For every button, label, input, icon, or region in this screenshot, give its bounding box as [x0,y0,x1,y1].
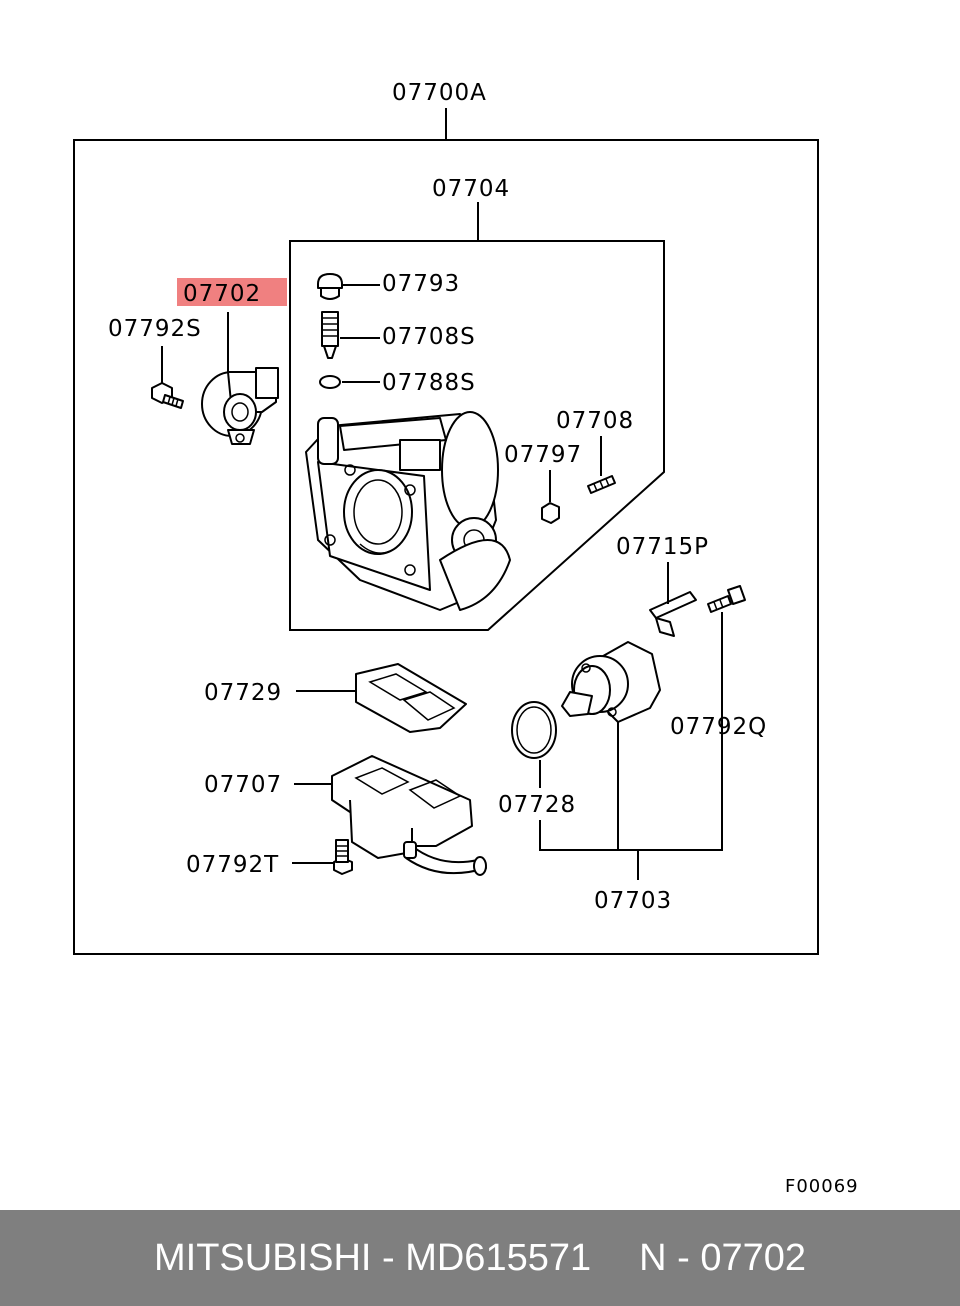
diagram-code: F00069 [785,1176,859,1197]
label-body[interactable]: 07704 [432,176,510,202]
body-subframe [289,240,665,631]
bracket-part [649,591,697,637]
label-highlighted[interactable]: 07702 [183,281,261,307]
parts-diagram: 07700A 07704 07702 07792S 07793 07708S [73,80,859,1197]
housing-part [331,755,487,876]
stud-part [587,475,616,494]
label-bolt-q[interactable]: 07792Q [670,714,767,740]
label-housing[interactable]: 07707 [204,772,282,798]
highlight-box [177,278,287,306]
label-bolt-s[interactable]: 07792S [108,316,202,342]
footer-bar: MITSUBISHI - MD615571 N - 07702 [0,1210,960,1306]
iac-valve-part [561,641,661,723]
nut-part [541,502,560,524]
bolt-q-part [707,585,746,613]
label-gasket[interactable]: 07729 [204,680,282,706]
label-plug[interactable]: 07793 [382,271,460,297]
throttle-body-part [305,411,511,611]
oring-s-part [319,375,341,389]
label-assembly[interactable]: 07700A [392,80,487,106]
oring-part [511,701,557,759]
label-bracket[interactable]: 07715P [616,534,709,560]
label-nut[interactable]: 07797 [504,442,582,468]
label-iac-valve[interactable]: 07703 [594,888,672,914]
throttle-position-sensor [201,367,279,445]
footer-ref: N - 07702 [639,1236,807,1279]
bolt-t-part [333,839,353,875]
plug-part [317,273,343,300]
label-bolt-t[interactable]: 07792T [186,852,279,878]
footer-brand-part: MITSUBISHI - MD615571 [153,1236,592,1279]
label-stud[interactable]: 07708 [556,408,634,434]
label-screw-s[interactable]: 07708S [382,324,476,350]
gasket-part [355,663,467,733]
label-oring-s[interactable]: 07788S [382,370,476,396]
screw-s-part [321,311,339,359]
label-oring[interactable]: 07728 [498,792,576,818]
bolt-s-part [151,382,184,409]
